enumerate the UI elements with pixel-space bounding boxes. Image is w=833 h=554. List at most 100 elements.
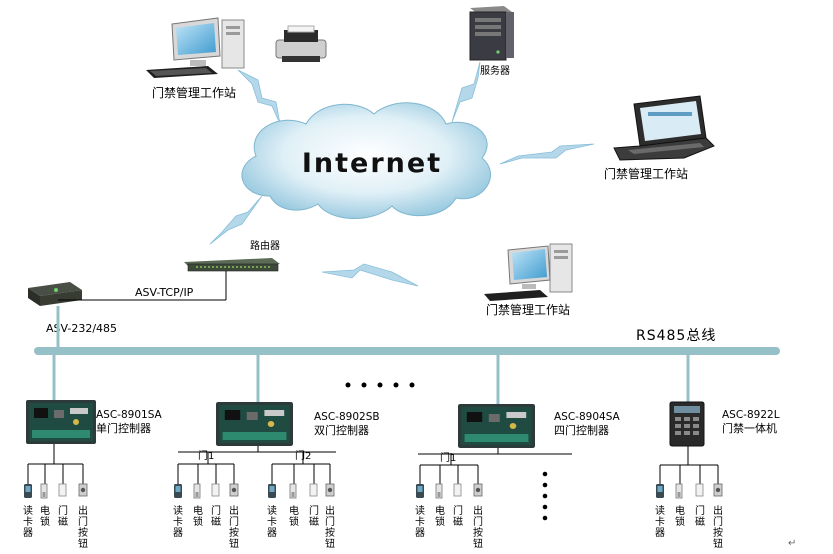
door-magnet-icon bbox=[58, 483, 67, 497]
desktop-computer-icon bbox=[146, 17, 245, 78]
door-magnet-icon bbox=[695, 483, 704, 497]
peripheral-label: 电锁 bbox=[435, 504, 445, 528]
peripheral-label: 门磁 bbox=[211, 504, 221, 528]
controller-model: ASC-8904SA bbox=[554, 411, 621, 423]
server-icon bbox=[469, 6, 514, 61]
controller-name: 单门控制器 bbox=[96, 421, 151, 435]
peripheral-label: 电锁 bbox=[40, 504, 50, 528]
door-magnet-icon bbox=[211, 483, 220, 497]
server-label: 服务器 bbox=[480, 64, 510, 77]
door-label: 门1 bbox=[198, 449, 214, 462]
controller-model: ASC-8902SB bbox=[314, 411, 380, 423]
desktop-computer-icon bbox=[484, 243, 573, 301]
printer-icon bbox=[275, 25, 327, 62]
laptop-icon bbox=[613, 95, 715, 161]
rs485-bus: RS485总线 bbox=[34, 306, 780, 355]
peripheral-label: 门磁 bbox=[695, 504, 705, 528]
peripheral-label: 出门按钮 bbox=[325, 504, 335, 550]
peripheral-label: 出门按钮 bbox=[78, 504, 88, 550]
router-label: 路由器 bbox=[250, 239, 280, 252]
workstation-label-top-left: 门禁管理工作站 bbox=[152, 85, 236, 100]
exit-button-icon bbox=[78, 483, 88, 497]
card-reader-icon bbox=[268, 484, 276, 498]
electric-lock-icon bbox=[289, 483, 297, 499]
peripheral-groups: 读卡器电锁门磁出门按钮读卡器电锁门磁出门按钮读卡器电锁门磁出门按钮读卡器电锁门磁… bbox=[23, 444, 723, 550]
workstation-label-right: 门禁管理工作站 bbox=[604, 166, 688, 181]
peripheral-label: 出门按钮 bbox=[473, 504, 483, 550]
peripheral-label: 读卡器 bbox=[267, 504, 277, 539]
door-magnet-icon bbox=[309, 483, 318, 497]
exit-button-icon bbox=[713, 483, 723, 497]
peripheral-label: 电锁 bbox=[675, 504, 685, 528]
controller-four-door: ASC-8904SA 四门控制器 bbox=[458, 404, 621, 448]
wireless-links bbox=[209, 61, 595, 287]
controller-integrated: ASC-8922L 门禁一体机 bbox=[669, 401, 780, 447]
card-reader-icon bbox=[656, 484, 664, 498]
controller-name: 门禁一体机 bbox=[722, 421, 777, 435]
connection-lines bbox=[58, 271, 227, 301]
controller-name: 双门控制器 bbox=[314, 423, 369, 437]
peripheral-label: 门磁 bbox=[453, 504, 463, 528]
peripheral-label: 电锁 bbox=[193, 504, 203, 528]
keypad-terminal-icon bbox=[669, 401, 705, 447]
exit-button-icon bbox=[473, 483, 483, 497]
controller-model: ASC-8922L bbox=[722, 409, 780, 421]
serial-converter bbox=[28, 282, 82, 306]
tcp-link-label: ASV-TCP/IP bbox=[135, 286, 194, 299]
card-reader-icon bbox=[416, 484, 424, 498]
peripheral-label: 电锁 bbox=[289, 504, 299, 528]
electric-lock-icon bbox=[193, 483, 201, 499]
workstation-right: 门禁管理工作站 bbox=[604, 95, 715, 181]
workstation-middle: 门禁管理工作站 bbox=[484, 243, 573, 317]
internet-label: Internet bbox=[302, 148, 442, 179]
exit-button-icon bbox=[325, 483, 335, 497]
workstation-top-left: 门禁管理工作站 bbox=[146, 17, 327, 100]
peripheral-label: 读卡器 bbox=[655, 504, 665, 539]
serial-converter-icon bbox=[28, 282, 82, 306]
bus-drops bbox=[52, 355, 690, 404]
server: 服务器 bbox=[469, 6, 514, 77]
electric-lock-icon bbox=[40, 483, 48, 499]
control-board-icon bbox=[458, 404, 535, 448]
lightning-router bbox=[209, 195, 263, 245]
door-label: 门1 bbox=[440, 451, 456, 464]
return-mark: ↵ bbox=[788, 538, 796, 549]
more-doors-dots bbox=[542, 471, 548, 521]
serial-link-label: ASV-232/485 bbox=[46, 322, 117, 335]
card-reader-icon bbox=[24, 484, 32, 498]
electric-lock-icon bbox=[435, 483, 443, 499]
controller-double-door: ASC-8902SB 双门控制器 bbox=[216, 402, 380, 446]
lightning-top-left bbox=[237, 69, 281, 125]
controller-model: ASC-8901SA bbox=[96, 409, 163, 421]
lightning-server bbox=[451, 61, 481, 123]
router: 路由器 bbox=[184, 239, 280, 272]
exit-button-icon bbox=[229, 483, 239, 497]
bus-label: RS485总线 bbox=[636, 328, 716, 344]
controller-single-door: ASC-8901SA 单门控制器 bbox=[26, 400, 163, 444]
peripheral-label: 门磁 bbox=[309, 504, 319, 528]
controller-name: 四门控制器 bbox=[554, 423, 609, 437]
lightning-right bbox=[499, 143, 595, 165]
lightning-middle bbox=[321, 263, 419, 287]
peripheral-label: 出门按钮 bbox=[229, 504, 239, 550]
workstation-label-middle: 门禁管理工作站 bbox=[486, 302, 570, 317]
peripheral-label: 读卡器 bbox=[23, 504, 33, 539]
peripheral-label: 门磁 bbox=[58, 504, 68, 528]
peripheral-label: 出门按钮 bbox=[713, 504, 723, 550]
router-icon bbox=[184, 258, 280, 272]
electric-lock-icon bbox=[675, 483, 683, 499]
peripheral-label: 读卡器 bbox=[173, 504, 183, 539]
card-reader-icon bbox=[174, 484, 182, 498]
more-controllers-dots bbox=[345, 382, 415, 388]
door-magnet-icon bbox=[453, 483, 462, 497]
internet-cloud: Internet bbox=[241, 102, 491, 219]
control-board-icon bbox=[216, 402, 293, 446]
peripheral-label: 读卡器 bbox=[415, 504, 425, 539]
control-board-icon bbox=[26, 400, 96, 444]
